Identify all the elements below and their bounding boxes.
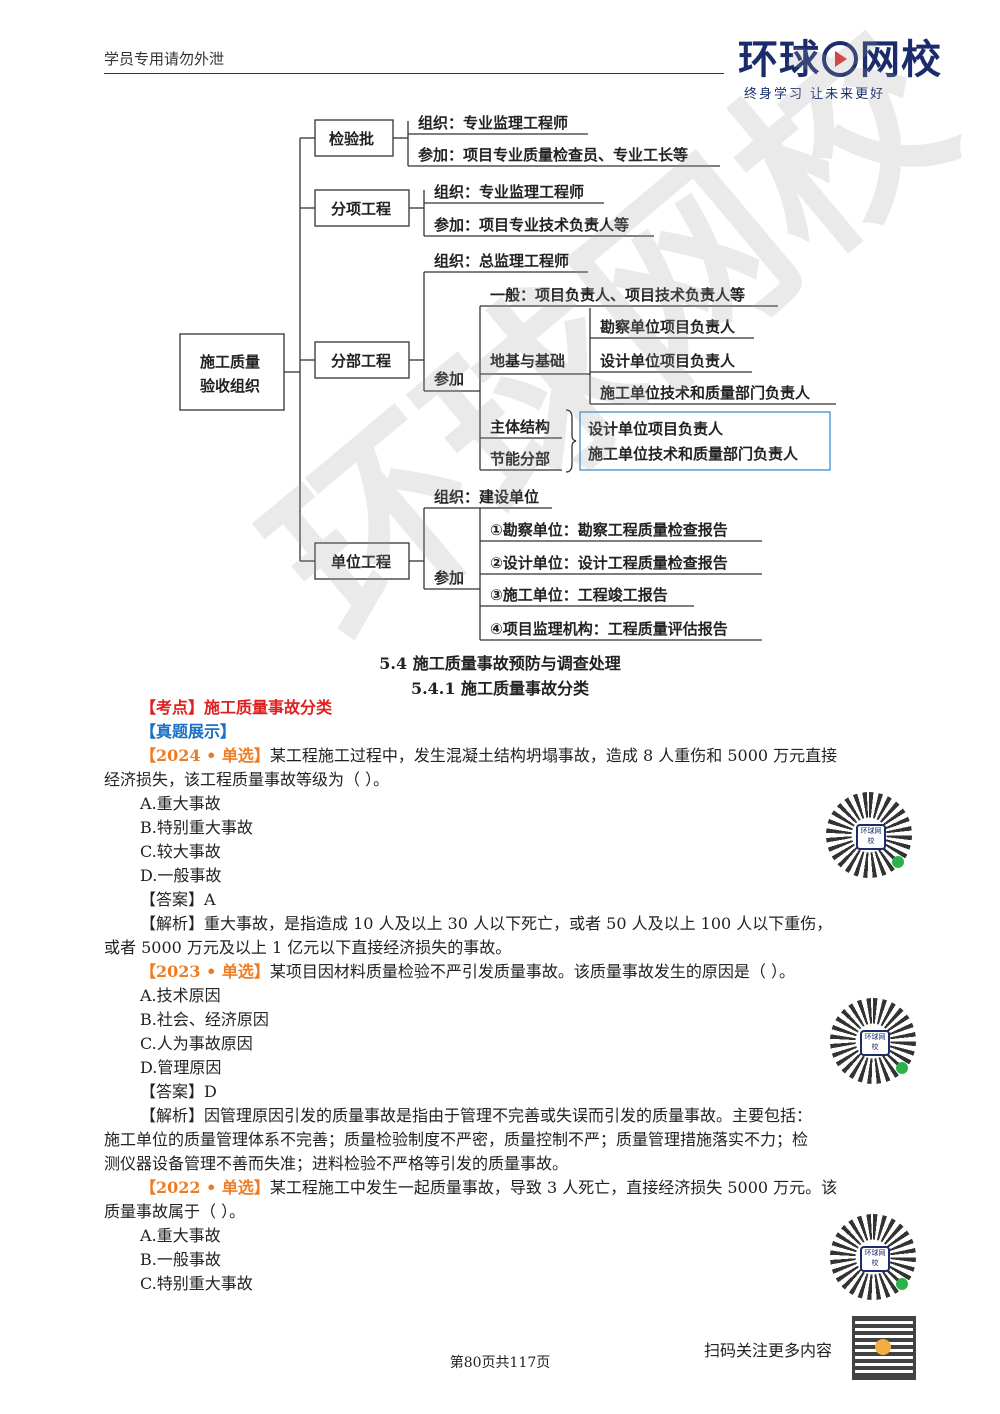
mini-program-icon <box>896 1278 908 1290</box>
qr-code: 环球网校 <box>830 1214 916 1300</box>
q3-option-c: C.特别重大事故 <box>140 1274 253 1293</box>
q1-answer: 【答案】A <box>140 890 216 909</box>
qr-code: 环球网校 <box>830 998 916 1084</box>
logo-slogan: 终身学习 让未来更好 <box>744 87 886 102</box>
q1-stem-text1: 某工程施工过程中，发生混凝土结构坍塌事故，造成 8 人重伤和 5000 万元直接 <box>269 746 838 765</box>
q2-analysis-3: 测仪器设备管理不善而失准；进料检验不严格等引发的质量事故。 <box>104 1154 569 1173</box>
q2-tag: 【2023 • 单选】 <box>140 962 270 981</box>
q1-option-a: A.重大事故 <box>140 794 221 813</box>
q2-answer: 【答案】D <box>140 1082 217 1101</box>
subsection-title: 5.4.1 施工质量事故分类 <box>410 679 590 698</box>
b3-foundation-p1: 勘察单位项目负责人 <box>600 318 736 336</box>
section-title: 5.4 施工质量事故预防与调查处理 <box>379 654 621 673</box>
qr-badge: 环球网校 <box>860 1030 890 1056</box>
b3-foundation-p2: 设计单位项目负责人 <box>600 352 736 370</box>
q1-stem-line1: 【2024 • 单选】某工程施工过程中，发生混凝土结构坍塌事故，造成 8 人重伤… <box>140 744 837 768</box>
q2-stem-line1: 【2023 • 单选】某项目因材料质量检验不严引发质量事故。该质量事故发生的原因… <box>140 960 795 984</box>
q3-stem-line2: 质量事故属于（ ）。 <box>104 1202 246 1221</box>
node-subitem: 分项工程 <box>331 200 391 218</box>
node-subsection: 分部工程 <box>331 352 391 370</box>
q2-option-a: A.技术原因 <box>140 986 221 1005</box>
logo-text-part2: 网校 <box>860 37 942 83</box>
q2-analysis-1: 【解析】因管理原因引发的质量事故是指由于管理不完善或失误而引发的质量事故。主要包… <box>140 1106 813 1125</box>
b3-main-p1: 设计单位项目负责人 <box>588 420 724 438</box>
q1-analysis-2: 或者 5000 万元及以上 1 亿元以下直接经济损失的事故。 <box>104 938 512 957</box>
q1-option-c: C.较大事故 <box>140 842 221 861</box>
header-rule <box>104 73 724 74</box>
root-label-line2: 验收组织 <box>200 377 260 395</box>
q2-stem-text1: 某项目因材料质量检验不严引发质量事故。该质量事故发生的原因是（ ）。 <box>269 962 795 981</box>
q1-stem-line2: 经济损失，该工程质量事故等级为（ ）。 <box>104 770 390 789</box>
b4-p4: ④项目监理机构：工程质量评估报告 <box>490 620 728 638</box>
b3-general: 一般：项目负责人、项目技术负责人等 <box>490 286 745 304</box>
node-inspection-lot: 检验批 <box>329 130 374 148</box>
qr-badge: 环球网校 <box>856 824 886 850</box>
footer-qr-code <box>852 1316 916 1380</box>
qr-code: 环球网校 <box>826 792 912 878</box>
q2-option-b: B.社会、经济原因 <box>140 1010 269 1029</box>
logo-text-part1: 环球 <box>738 37 820 83</box>
b3-organizer: 组织：总监理工程师 <box>434 252 569 270</box>
mini-program-icon <box>892 856 904 868</box>
b3-foundation-p3: 施工单位技术和质量部门负责人 <box>600 384 811 402</box>
q2-option-c: C.人为事故原因 <box>140 1034 253 1053</box>
q3-stem-text1: 某工程施工中发生一起质量事故，导致 3 人死亡，直接经济损失 5000 万元。该 <box>269 1178 838 1197</box>
acceptance-organization-diagram: 施工质量 验收组织 检验批 分项工程 分部工程 单位工程 组织：专业监理工程师 … <box>179 114 836 641</box>
q2-option-d: D.管理原因 <box>140 1058 222 1077</box>
q3-option-b: B.一般事故 <box>140 1250 221 1269</box>
b3-participants: 参加 <box>434 370 464 388</box>
b3-main-structure: 主体结构 <box>490 418 550 436</box>
b4-p1: ①勘察单位：勘察工程质量检查报告 <box>490 521 728 539</box>
play-icon <box>822 41 858 77</box>
q2-analysis-2: 施工单位的质量管理体系不完善；质量检验制度不严密，质量控制不严；质量管理措施落实… <box>104 1130 809 1149</box>
root-box <box>179 333 285 411</box>
page-number: 第80页共117页 <box>449 1355 551 1371</box>
q3-tag: 【2022 • 单选】 <box>140 1178 270 1197</box>
zhenti-heading: 【真题展示】 <box>140 722 237 741</box>
root-label-line1: 施工质量 <box>200 353 260 371</box>
q1-tag: 【2024 • 单选】 <box>140 746 270 765</box>
b2-participants: 参加：项目专业技术负责人等 <box>434 216 629 234</box>
b1-organizer: 组织：专业监理工程师 <box>418 114 568 132</box>
b2-organizer: 组织：专业监理工程师 <box>434 183 584 201</box>
b4-participants: 参加 <box>434 569 464 587</box>
b3-foundation: 地基与基础 <box>490 352 565 370</box>
q1-option-d: D.一般事故 <box>140 866 222 885</box>
b3-main-p2: 施工单位技术和质量部门负责人 <box>588 445 799 463</box>
q3-stem-line1: 【2022 • 单选】某工程施工中发生一起质量事故，导致 3 人死亡，直接经济损… <box>140 1176 837 1200</box>
b4-organizer: 组织：建设单位 <box>434 488 539 506</box>
mini-program-icon <box>896 1062 908 1074</box>
b4-p3: ③施工单位：工程竣工报告 <box>490 586 668 604</box>
q3-option-a: A.重大事故 <box>140 1226 221 1245</box>
qr-badge: 环球网校 <box>860 1246 890 1272</box>
scan-prompt: 扫码关注更多内容 <box>704 1341 833 1360</box>
logo: 环球网校 <box>738 38 942 82</box>
kaodian-text: 施工质量事故分类 <box>204 698 333 717</box>
q1-option-b: B.特别重大事故 <box>140 818 253 837</box>
b3-energy: 节能分部 <box>490 450 550 468</box>
kaodian-line: 【考点】施工质量事故分类 <box>140 696 332 720</box>
node-unit-project: 单位工程 <box>331 553 391 571</box>
b4-p2: ②设计单位：设计工程质量检查报告 <box>490 554 728 572</box>
q1-analysis-1: 【解析】重大事故，是指造成 10 人及以上 30 人以下死亡，或者 50 人及以… <box>140 914 833 933</box>
header-left-text: 学员专用请勿外泄 <box>104 50 225 68</box>
b1-participants: 参加：项目专业质量检查员、专业工长等 <box>418 146 688 164</box>
kaodian-tag: 【考点】 <box>140 698 205 717</box>
